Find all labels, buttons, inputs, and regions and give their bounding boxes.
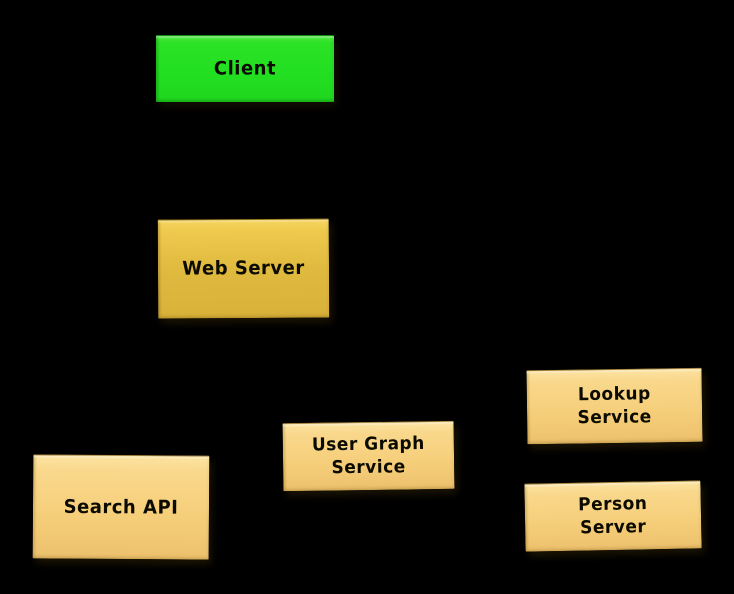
node-lookup-service-label: Lookup Service: [577, 383, 652, 430]
node-lookup-service: Lookup Service: [526, 367, 703, 445]
node-search-api-label: Search API: [63, 495, 179, 519]
node-search-api: Search API: [32, 454, 210, 560]
node-web-server: Web Server: [157, 218, 330, 319]
node-person-server-label: Person Server: [577, 493, 648, 540]
node-person-server: Person Server: [524, 480, 702, 552]
node-client: Client: [156, 35, 334, 102]
node-client-label: Client: [213, 57, 277, 80]
node-web-server-label: Web Server: [182, 257, 305, 281]
node-user-graph-service: User Graph Service: [282, 420, 455, 492]
node-user-graph-service-label: User Graph Service: [311, 433, 425, 480]
